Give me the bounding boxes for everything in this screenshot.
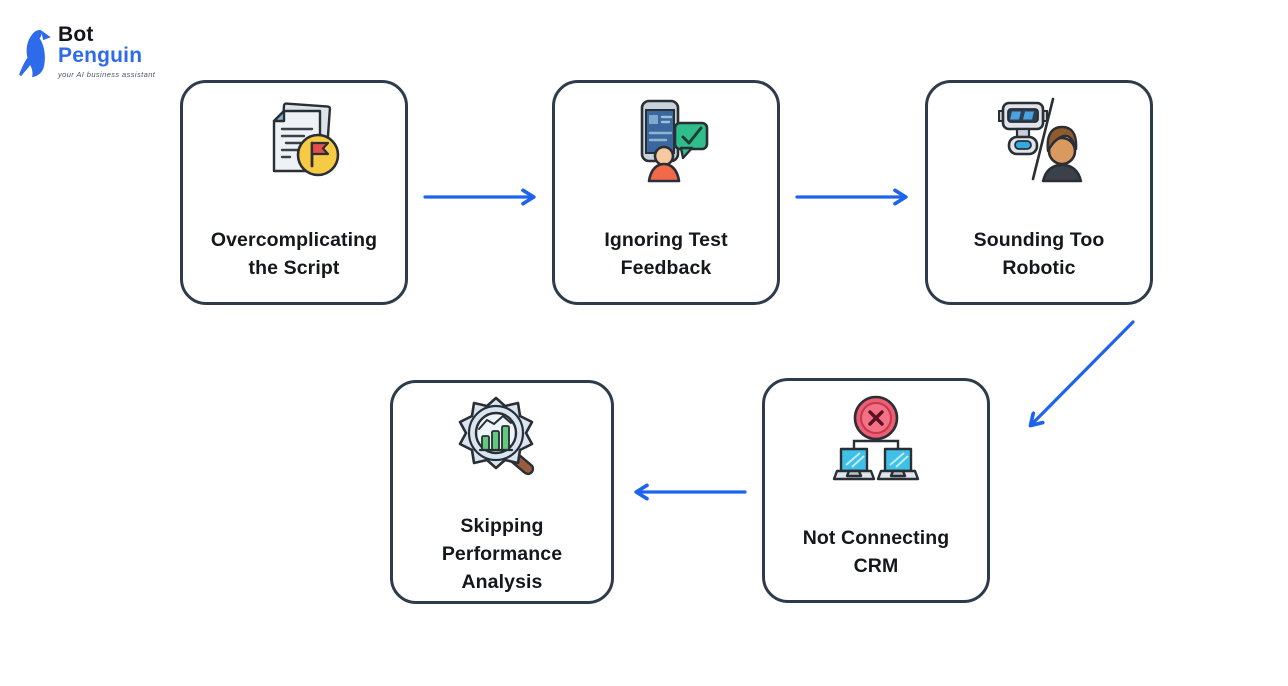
- robot-vs-human-icon: [928, 93, 1150, 185]
- step-card-sounding-too-robotic: Sounding Too Robotic: [925, 80, 1153, 305]
- performance-magnifier-icon: [393, 393, 611, 485]
- phone-test-feedback-icon: [555, 93, 777, 185]
- penguin-icon: [19, 29, 51, 78]
- step-label: Ignoring Test Feedback: [604, 229, 728, 279]
- step-card-not-connecting-crm: Not Connecting CRM: [762, 378, 990, 603]
- brand-tagline: your AI business assistant: [58, 70, 156, 80]
- step-card-skipping-performance-analysis: Skipping Performance Analysis: [390, 380, 614, 604]
- step-label: Overcomplicating the Script: [210, 229, 378, 279]
- document-flag-icon: [183, 93, 405, 185]
- step-card-ignoring-test-feedback: Ignoring Test Feedback: [552, 80, 780, 305]
- arrow-step3-to-step4: [1031, 320, 1135, 425]
- step-label: Sounding Too Robotic: [973, 229, 1105, 279]
- brand-name-top: Bot: [58, 23, 94, 46]
- step-label: Skipping Performance Analysis: [441, 515, 563, 593]
- botpenguin-logo: Bot Penguin your AI business assistant: [14, 24, 155, 80]
- crm-disconnected-icon: [765, 391, 987, 487]
- step-card-overcomplicating-script: Overcomplicating the Script: [180, 80, 408, 305]
- brand-name-bottom: Penguin: [58, 44, 143, 67]
- step-label: Not Connecting CRM: [802, 527, 950, 577]
